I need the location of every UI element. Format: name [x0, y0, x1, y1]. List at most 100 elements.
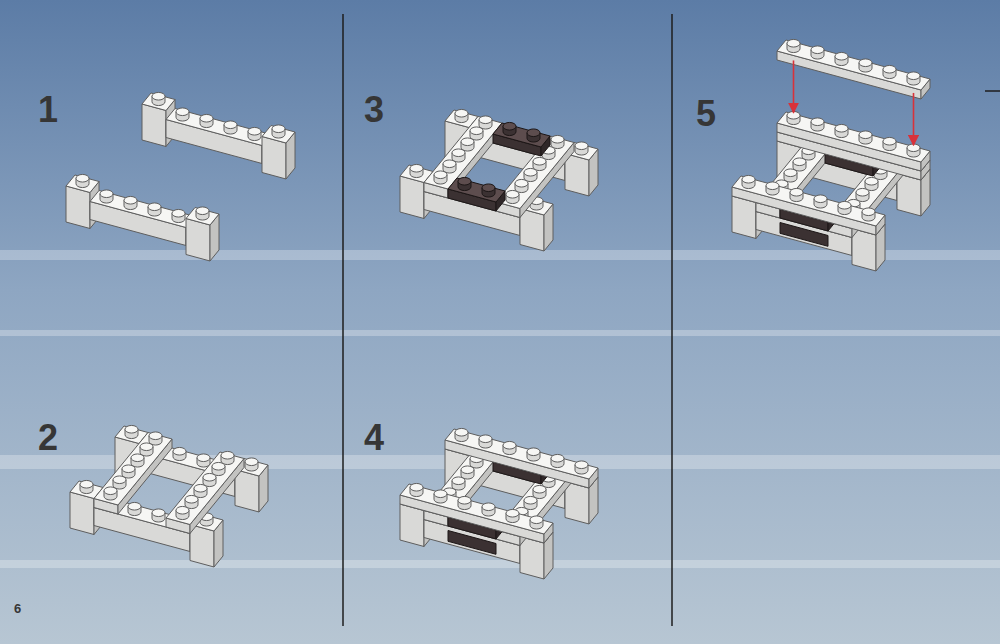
brick-stud-top [503, 441, 516, 449]
brick-front-face [565, 154, 589, 197]
brick-part [448, 177, 505, 211]
brick-top-face [186, 208, 219, 226]
brick-part [493, 122, 550, 156]
brick-side-face [520, 143, 574, 218]
brick-front-face [262, 137, 286, 180]
brick-front-face [897, 174, 921, 217]
brick-stud-top [859, 59, 872, 67]
brick-stud-top [149, 432, 162, 440]
brick-stud-top [811, 118, 824, 126]
brick-part [166, 108, 271, 164]
brick-stud-top [461, 466, 474, 474]
brick-front-face [852, 229, 876, 272]
brick-front-face [190, 525, 214, 568]
brick-front-face [565, 482, 589, 525]
brick-stud-top [907, 72, 920, 80]
brick-stud-top [203, 473, 216, 481]
brick-part [445, 428, 598, 488]
brick-front-face [400, 176, 424, 219]
brick-top-face [448, 178, 505, 202]
brick-stud-top [443, 160, 456, 168]
brick-stud-top [527, 129, 540, 137]
brick-front-face [70, 492, 94, 535]
brick-stud-top [575, 142, 588, 150]
step-2-frame [70, 425, 268, 567]
brick-stud-top [862, 208, 875, 216]
brick-stud-top [835, 124, 848, 132]
brick-stud-top [530, 516, 543, 524]
brick-stud-top [883, 65, 896, 73]
brick-stud-top [856, 188, 869, 196]
brick-stud-top [452, 477, 465, 485]
brick-stud-top [461, 138, 474, 146]
brick-stud-top [185, 495, 198, 503]
brick-top-face [262, 126, 295, 144]
brick-stud-top [128, 502, 141, 510]
brick-stud-top [793, 158, 806, 166]
brick-stud-top [455, 109, 468, 117]
brick-front-face [400, 504, 424, 547]
brick-stud-top [479, 435, 492, 443]
brick-part [424, 116, 502, 198]
brick-top-face [90, 191, 195, 228]
brick-stud-top [503, 122, 516, 130]
brick-stud-top [838, 201, 851, 209]
brick-stud-top [104, 487, 117, 495]
brick-stud-top [196, 207, 209, 215]
brick-stud-top [479, 116, 492, 124]
step-number: 3 [364, 92, 384, 128]
brick-stud-top [524, 496, 537, 504]
brick-top-face [142, 93, 175, 111]
brick-front-face [235, 470, 259, 513]
brick-stud-top [212, 462, 225, 470]
brick-stud-top [575, 461, 588, 469]
brick-front-face [520, 537, 544, 580]
brick-part [777, 39, 930, 99]
brick-stud-top [172, 209, 185, 217]
brick-stud-top [533, 485, 546, 493]
brick-stud-top [410, 164, 423, 172]
brick-stud-top [176, 506, 189, 514]
brick-stud-top [113, 476, 126, 484]
brick-top-face [493, 123, 550, 147]
brick-stud-top [173, 447, 186, 455]
brick-stud-top [152, 92, 165, 100]
panel-divider [671, 14, 673, 626]
brick-stud-top [811, 46, 824, 54]
brick-stud-top [140, 443, 153, 451]
brick-stud-top [100, 190, 113, 198]
brick-stud-top [80, 480, 93, 488]
brick-stud-top [551, 135, 564, 143]
brick-stud-top [434, 171, 447, 179]
step-number: 4 [364, 420, 384, 456]
brick-top-face [94, 433, 172, 506]
brick-stud-top [455, 428, 468, 436]
brick-stud-top [452, 149, 465, 157]
brick-stud-top [224, 121, 237, 129]
brick-drawings [66, 39, 930, 579]
brick-stud-top [194, 484, 207, 492]
brick-stud-top [131, 454, 144, 462]
haze-streaks [0, 250, 1000, 568]
brick-stud-top [835, 52, 848, 60]
step-number: 1 [38, 92, 58, 128]
brick-stud-top [245, 458, 258, 466]
brick-stud-top [122, 465, 135, 473]
haze-streak [0, 560, 1000, 568]
brick-front-face [66, 186, 90, 229]
brick-top-face [166, 452, 244, 525]
step-3-assembly [400, 109, 598, 251]
brick-stud-top [787, 39, 800, 47]
brick-stud-top [865, 177, 878, 185]
brick-stud-top [148, 203, 161, 211]
brick-part [400, 483, 553, 543]
brick-stud-top [200, 114, 213, 122]
brick-part [732, 175, 885, 235]
step-4-assembly [400, 428, 598, 579]
brick-stud-top [524, 168, 537, 176]
brick-front-face [520, 209, 544, 252]
brick-stud-top [506, 509, 519, 517]
brick-top-face [424, 117, 502, 190]
brick-stud-top [551, 454, 564, 462]
